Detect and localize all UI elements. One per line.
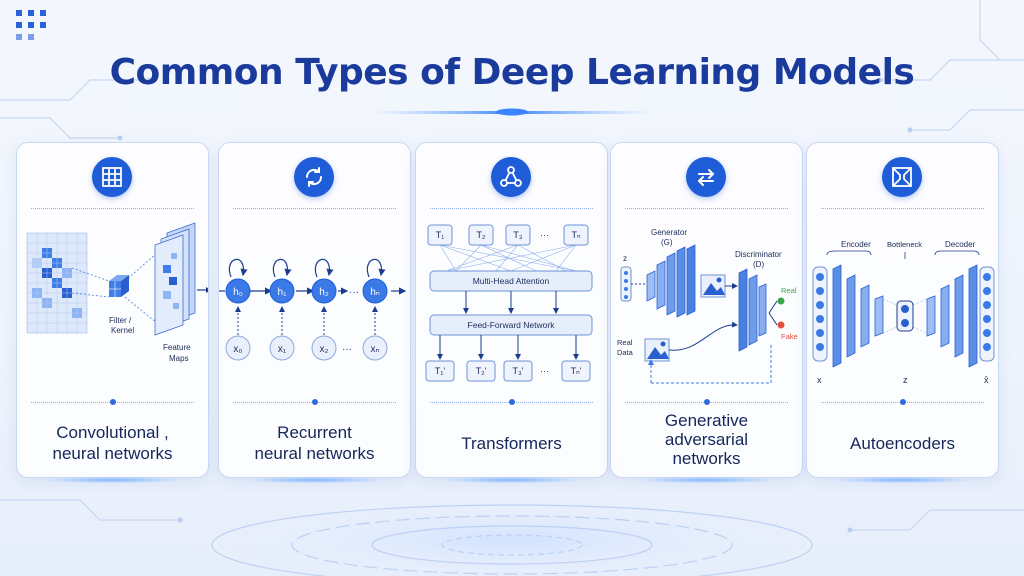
filter-label: Filter /	[109, 316, 132, 325]
real-data-label: Real	[617, 338, 633, 347]
divider-top	[430, 208, 593, 209]
autoencoder-diagram: Encoder Bottleneck Decoder x z x̂	[812, 240, 995, 385]
attention-label: Multi-Head Attention	[473, 276, 550, 286]
transformer-diagram: T₁ T₂ T₃ Tₙ ··· Multi-Head Attention Fee…	[425, 224, 593, 382]
feature-label: Feature	[163, 343, 191, 352]
card-rnn: h₀ h₁ h₂ hₙ ··· x₀ x₁ x₂ xₙ ··· Recurren…	[218, 142, 411, 483]
corner-dot-grid	[16, 10, 46, 40]
latent-z: z	[623, 254, 627, 263]
card-transformers: T₁ T₂ T₃ Tₙ ··· Multi-Head Attention Fee…	[415, 142, 608, 483]
divider-bottom	[625, 398, 788, 405]
input-0: x₀	[233, 344, 242, 355]
fake-output-label: Fake	[781, 332, 798, 341]
input-2: x₂	[320, 344, 329, 355]
swap-arrows-icon	[686, 157, 726, 197]
token-top-2: T₂	[477, 230, 486, 240]
hidden-state-0: h₀	[233, 287, 243, 298]
token-ellipsis-bottom: ···	[540, 366, 549, 376]
input-ellipsis: ···	[342, 344, 352, 355]
decoder-label: Decoder	[945, 240, 976, 249]
card-cnn: Filter / Kernel Feature Maps Convolution…	[16, 142, 209, 483]
real-output-label: Real	[781, 286, 797, 295]
divider-bottom	[31, 398, 194, 405]
divider-bottom	[821, 398, 984, 405]
feature-maps	[154, 222, 196, 336]
ffn-label: Feed-Forward Network	[468, 320, 556, 330]
hidden-state-1: h₁	[278, 287, 288, 298]
gan-diagram: Generator (G) z Discriminator (D) Real F…	[617, 228, 798, 384]
filter-kernel-cube	[109, 275, 129, 297]
card-label-transformers: Transformers	[461, 433, 562, 453]
ffn-block	[429, 314, 593, 336]
divider-top	[625, 208, 788, 209]
card-gan: Generator (G) z Discriminator (D) Real F…	[610, 142, 803, 483]
input-n: xₙ	[371, 344, 380, 355]
kernel-label: Kernel	[111, 326, 134, 335]
hidden-state-n: hₙ	[370, 287, 380, 298]
page-title: Common Types of Deep Learning Models	[109, 52, 915, 93]
bottleneck-label: Bottleneck	[887, 240, 922, 249]
token-top-3: T₃	[513, 230, 522, 240]
divider-bottom	[233, 398, 396, 405]
hidden-state-2: h₂	[319, 287, 329, 298]
input-image-grid	[26, 232, 88, 334]
cnn-diagram: Filter / Kernel Feature Maps	[26, 222, 208, 363]
token-top-n: Tₙ	[571, 230, 580, 240]
divider-bottom	[430, 398, 593, 405]
token-bottom-n: Tₙ'	[571, 366, 582, 376]
bottleneck-icon	[882, 157, 922, 197]
card-label-cnn: Convolutional ,neural networks	[52, 423, 173, 463]
maps-label: Maps	[169, 354, 189, 363]
grid-icon	[92, 157, 132, 197]
real-data-label-2: Data	[617, 348, 634, 357]
input-1: x₁	[278, 344, 287, 355]
generator-label: Generator	[651, 228, 687, 237]
token-bottom-1: T₁'	[435, 366, 446, 376]
divider-top	[821, 208, 984, 209]
generator-layers	[646, 244, 696, 318]
hidden-ellipsis: ···	[349, 287, 359, 298]
card-autoencoders: Encoder Bottleneck Decoder x z x̂	[806, 142, 999, 483]
card-label-autoencoders: Autoencoders	[850, 433, 955, 453]
rnn-diagram: h₀ h₁ h₂ hₙ ··· x₀ x₁ x₂ xₙ ···	[219, 258, 407, 361]
token-ellipsis-top: ···	[540, 230, 549, 240]
token-top-1: T₁	[436, 230, 445, 240]
input-x-label: x	[817, 375, 822, 385]
output-x-hat-label: x̂	[984, 375, 989, 385]
divider-top	[31, 208, 194, 209]
discriminator-layers	[738, 268, 767, 352]
divider-top	[233, 208, 396, 209]
token-bottom-2: T₂'	[476, 366, 487, 376]
token-bottom-3: T₃'	[513, 366, 524, 376]
discriminator-label: Discriminator	[735, 250, 782, 259]
latent-z-label: z	[903, 375, 908, 385]
refresh-cycle-icon	[294, 157, 334, 197]
network-triangle-icon	[491, 157, 531, 197]
generator-g: (G)	[661, 238, 673, 247]
discriminator-d: (D)	[753, 260, 764, 269]
encoder-label: Encoder	[841, 240, 871, 249]
